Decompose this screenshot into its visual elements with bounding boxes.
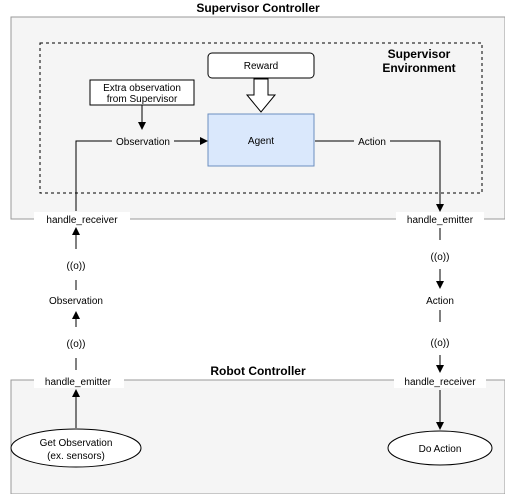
do-action-node: Do Action	[387, 430, 493, 466]
extra-observation-node: Extra observation from Supervisor	[89, 79, 195, 106]
extra-observation-line2: from Supervisor	[107, 94, 178, 105]
wireless-icon: ((o))	[431, 252, 450, 263]
supervisor-controller-title: Supervisor Controller	[196, 1, 320, 15]
left-channel: ((o)) Observation ((o))	[49, 227, 103, 370]
robot-handle-receiver: handle_receiver	[404, 377, 476, 388]
supervisor-environment-title-line1: Supervisor	[388, 47, 451, 61]
do-action-label: Do Action	[419, 444, 462, 455]
supervisor-handle-receiver: handle_receiver	[46, 215, 118, 226]
wireless-icon: ((o))	[67, 261, 86, 272]
observation-edge-label: Observation	[116, 137, 170, 148]
get-observation-node: Get Observation (ex. sensors)	[10, 428, 142, 468]
wireless-icon: ((o))	[431, 338, 450, 349]
agent-label: Agent	[248, 136, 274, 147]
supervisor-handle-emitter: handle_emitter	[407, 215, 474, 226]
right-channel: ((o)) Action ((o))	[426, 228, 454, 373]
supervisor-environment-title-line2: Environment	[382, 61, 455, 75]
extra-observation-line1: Extra observation	[103, 83, 181, 94]
get-observation-line2: (ex. sensors)	[47, 451, 105, 462]
reward-block-arrow	[245, 78, 277, 113]
action-edge-label: Action	[358, 137, 386, 148]
supervisor-environment-box: Supervisor Environment	[39, 42, 483, 194]
get-observation-line1: Get Observation	[40, 438, 113, 449]
reward-node: Reward	[207, 52, 315, 79]
robot-controller-title: Robot Controller	[210, 364, 306, 378]
reward-label: Reward	[244, 61, 278, 72]
agent-node: Agent	[207, 113, 315, 167]
right-channel-label: Action	[426, 296, 454, 307]
left-channel-label: Observation	[49, 296, 103, 307]
robot-handle-emitter: handle_emitter	[45, 377, 112, 388]
wireless-icon: ((o))	[67, 339, 86, 350]
supervisor-controller-panel: Supervisor Controller	[10, 1, 505, 220]
